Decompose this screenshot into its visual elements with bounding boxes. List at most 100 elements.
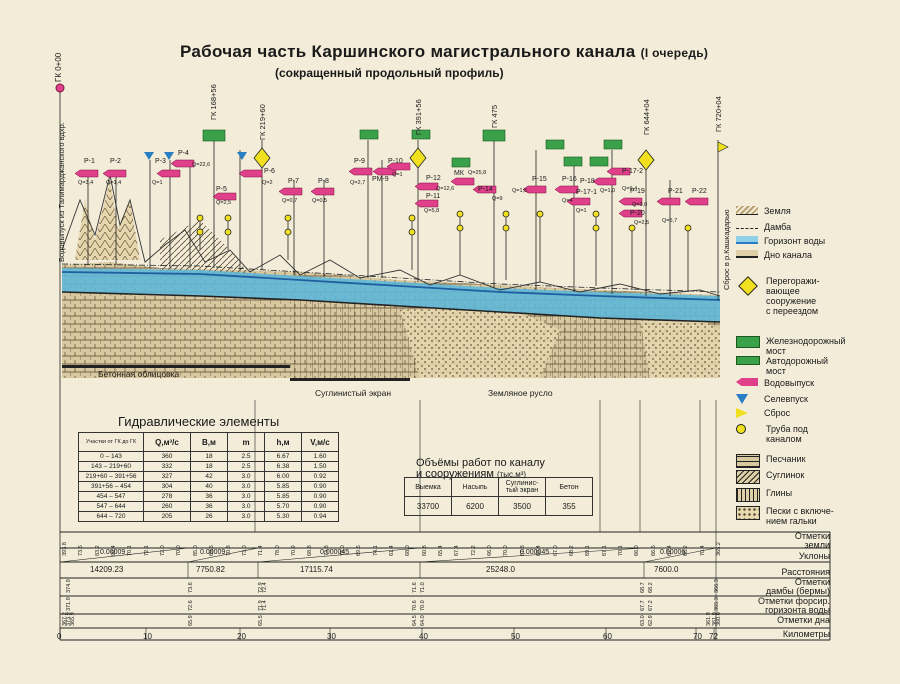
road-bridge-icon bbox=[736, 356, 760, 365]
ground-mark: 60.8 bbox=[421, 545, 428, 556]
outlet-name: Р-11 bbox=[426, 193, 441, 200]
outlet-name: Р-6 bbox=[264, 168, 275, 175]
table-cell: 304 bbox=[143, 481, 191, 492]
ground-mark: 70.0 bbox=[176, 545, 183, 556]
km-label: 50 bbox=[511, 632, 520, 641]
table-cell: 3.0 bbox=[227, 501, 265, 512]
slope-value: 0.00009 bbox=[200, 549, 226, 556]
ground-mark: 70.4 bbox=[699, 545, 706, 556]
legend-item: Горизонт воды bbox=[736, 236, 825, 246]
outlet-name: Р-17-2 bbox=[622, 168, 644, 175]
table-cell: 0.90 bbox=[301, 491, 339, 502]
lining-loam-label: Суглинистый экран bbox=[315, 388, 392, 398]
bottom-mark: 62.9 bbox=[648, 615, 654, 626]
row-label-slopes: Уклоны bbox=[798, 551, 830, 561]
hydraulic-header: h,м bbox=[264, 432, 302, 452]
outlet-name: Р-3 bbox=[155, 158, 166, 165]
outlet-name: Р-2 bbox=[110, 158, 121, 165]
ground-mark: 72.0 bbox=[160, 545, 167, 556]
legend-label: Труба под каналом bbox=[766, 424, 808, 444]
table-cell: 454 – 547 bbox=[78, 491, 144, 502]
water-mark: 71.4 bbox=[262, 600, 268, 611]
outlet-discharge: Q=5,8 bbox=[424, 208, 440, 214]
ground-mark: 74.1 bbox=[372, 545, 379, 556]
outlet-name: Р-5 bbox=[216, 186, 227, 193]
legend-item: Глины bbox=[736, 488, 792, 502]
table-cell: 6.00 bbox=[264, 471, 302, 482]
table-cell: 0 – 143 bbox=[78, 451, 144, 462]
ground-mark: 68.8 bbox=[307, 545, 314, 556]
table-cell: 143 – 219+60 bbox=[78, 461, 144, 472]
outlet-name: Р-12 bbox=[426, 175, 441, 182]
table-cell: 5.30 bbox=[264, 511, 302, 522]
row-label-km: Километры bbox=[782, 629, 830, 639]
outlet-name: Р-22 bbox=[692, 188, 707, 195]
km-label: 72 bbox=[709, 632, 718, 641]
bottom-mark: 365.9 bbox=[70, 612, 76, 626]
water-band bbox=[62, 268, 720, 322]
table-cell: 18 bbox=[190, 461, 228, 472]
outlet-name: Р-18 bbox=[580, 178, 595, 185]
bottom-mark: 360.0 bbox=[716, 612, 722, 626]
table-cell: 1.50 bbox=[301, 461, 339, 472]
legend-item: Водовыпуск bbox=[736, 378, 814, 388]
profile-grid bbox=[60, 531, 831, 641]
outlet-discharge: Q=9 bbox=[492, 196, 503, 202]
lining-loam-bar bbox=[290, 378, 410, 381]
outlet-discharge: Q=22,6 bbox=[192, 162, 211, 168]
legend-label: Песчаник bbox=[766, 454, 806, 464]
bridge-markers bbox=[202, 129, 623, 168]
ground-mark: 72.2 bbox=[470, 545, 477, 556]
ground-mark: 70.8 bbox=[225, 545, 232, 556]
legend-item: Дно канала bbox=[736, 250, 812, 260]
table-cell: 278 bbox=[143, 491, 191, 502]
outlet-discharge: Q=3,0 bbox=[632, 202, 648, 208]
row-label-ground: Отметки земли bbox=[794, 531, 830, 550]
km-label: 40 bbox=[419, 632, 428, 641]
pk-label: ГК 475 bbox=[490, 104, 499, 128]
dam-mark: 68.7 bbox=[640, 582, 646, 593]
water-mark: 365.3 bbox=[714, 597, 720, 611]
outlet-discharge: Q=12,6 bbox=[436, 186, 455, 192]
pk-label: ГК 219+60 bbox=[258, 104, 267, 140]
volumes-title: Объёмы работ по каналу и сооружениям (ты… bbox=[416, 457, 545, 480]
km-ticks bbox=[59, 628, 715, 640]
table-cell: 2.5 bbox=[227, 461, 265, 472]
outlet-name: Р-14 bbox=[478, 186, 493, 193]
water-mark: 67.2 bbox=[648, 600, 654, 611]
ground-mark: 66.0 bbox=[634, 545, 641, 556]
outlet-discharge: Q=1,0 bbox=[600, 188, 616, 194]
slope-value: 0.000045 bbox=[320, 549, 350, 556]
outlet-name: Р-17-1 bbox=[576, 189, 598, 196]
dam-mark: 72.4 bbox=[262, 582, 268, 593]
ground-mark: 393.8 bbox=[62, 542, 68, 556]
bottom-mark: 63.0 bbox=[640, 615, 646, 626]
row-label-distances: Расстояния bbox=[781, 567, 830, 577]
table-cell: 0.90 bbox=[301, 501, 339, 512]
dam-mark: 73.6 bbox=[188, 582, 194, 593]
table-cell: 36 bbox=[190, 491, 228, 502]
earth-line bbox=[61, 174, 721, 297]
table-cell: 3.0 bbox=[227, 481, 265, 492]
slope-value: 0.000045 bbox=[520, 549, 550, 556]
volumes-value: 3500 bbox=[498, 496, 546, 516]
outlet-discharge: Q=1 bbox=[152, 180, 163, 186]
outlet-name: Р-1 bbox=[84, 158, 95, 165]
dam-mark: 366.3 bbox=[714, 579, 720, 593]
km-label: 0 bbox=[57, 632, 62, 641]
spillway-flag-icon bbox=[736, 408, 748, 418]
pipe-markers bbox=[196, 210, 692, 292]
ground-mark: 67.0 bbox=[552, 545, 559, 556]
table-cell: 3.0 bbox=[227, 471, 265, 482]
legend-label: Дамба bbox=[764, 222, 792, 232]
ground-mark: 66.0 bbox=[487, 545, 494, 556]
ground-mark: 73.6 bbox=[78, 545, 85, 556]
table-cell: 6.67 bbox=[264, 451, 302, 462]
left-vertical-label: Водовыпуск из Талимарджанского вдхр. bbox=[57, 122, 66, 262]
table-cell: 5.85 bbox=[264, 491, 302, 502]
bottom-mark: 65.5 bbox=[258, 615, 264, 626]
volumes-value: 6200 bbox=[451, 496, 499, 516]
